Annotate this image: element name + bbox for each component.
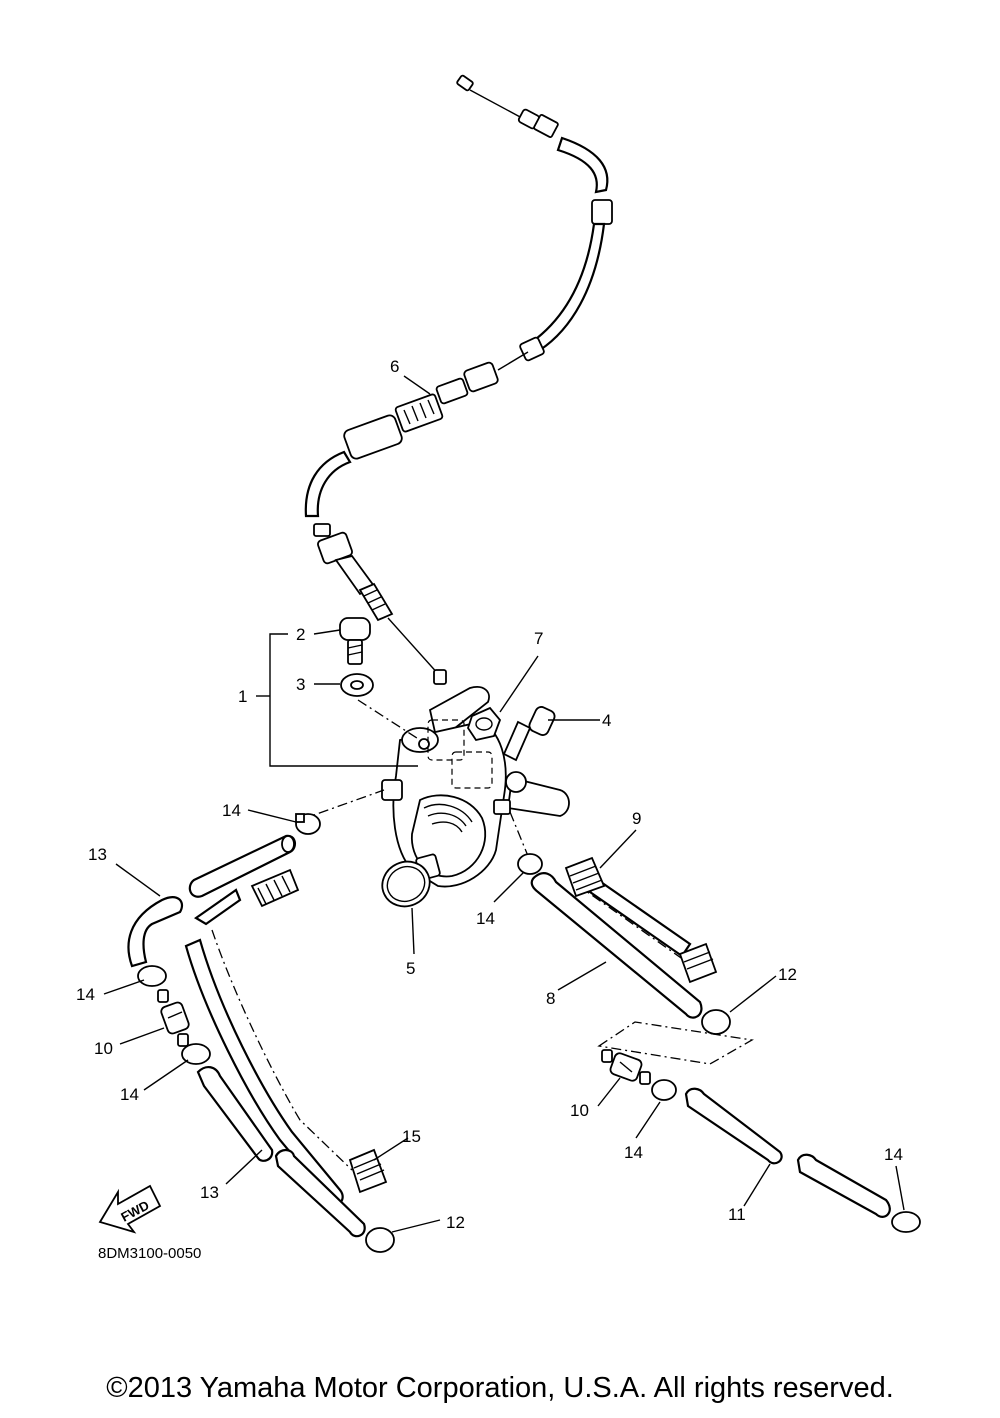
check-valve-10-right[interactable]	[601, 1049, 651, 1085]
callout-12-right: 12	[778, 965, 797, 984]
callout-6: 6	[390, 357, 399, 376]
hose-11-b[interactable]	[796, 1153, 891, 1218]
clamp-14-top-left[interactable]	[295, 813, 321, 835]
clamp-12-right[interactable]	[701, 1009, 731, 1035]
spring-15-lower[interactable]	[348, 1148, 388, 1194]
callout-14-c: 14	[76, 985, 95, 1004]
callout-14-e: 14	[624, 1143, 643, 1162]
hose-11-a[interactable]	[684, 1087, 783, 1165]
callout-13-bottom: 13	[200, 1183, 219, 1202]
hose-13-elbow[interactable]	[127, 896, 184, 968]
callout-14-f: 14	[884, 1145, 903, 1164]
clamp-14-right-a[interactable]	[651, 1079, 677, 1101]
callout-12-bottom: 12	[446, 1213, 465, 1232]
spring-9-upper[interactable]	[564, 856, 606, 898]
cable-adjuster	[394, 393, 444, 433]
callout-2: 2	[296, 625, 305, 644]
callout-1: 1	[238, 687, 247, 706]
clamp-14-center[interactable]	[517, 853, 543, 875]
bolt-part-4[interactable]	[502, 705, 557, 762]
clamp-14-right-b[interactable]	[891, 1211, 921, 1233]
hose-left-bottom[interactable]	[274, 1148, 366, 1238]
callout-4: 4	[602, 711, 611, 730]
fwd-arrow-icon: FWD	[98, 1184, 162, 1234]
callout-13-top: 13	[88, 845, 107, 864]
o-ring-part-5[interactable]	[375, 854, 437, 914]
callout-10-right: 10	[570, 1101, 589, 1120]
copyright-notice: ©2013 Yamaha Motor Corporation, U.S.A. A…	[106, 1372, 894, 1404]
callout-14-a: 14	[222, 801, 241, 820]
callout-3: 3	[296, 675, 305, 694]
cable-lower-thread	[358, 582, 394, 622]
callout-14-d: 14	[120, 1085, 139, 1104]
clamp-14-left-b[interactable]	[181, 1043, 211, 1065]
screw-part-2[interactable]	[339, 617, 371, 665]
callout-11: 11	[728, 1205, 746, 1224]
callout-labels: 1 2 3 4 5 6 7 8 9 10 10 11 12 12 13 13 1…	[76, 357, 903, 1232]
spring-9-lower[interactable]	[678, 942, 718, 984]
callout-7: 7	[534, 629, 543, 648]
washer-part-3[interactable]	[340, 673, 374, 697]
callout-10-left: 10	[94, 1039, 113, 1058]
oil-pump-assembly[interactable]	[381, 686, 570, 888]
leader-lines	[103, 375, 905, 1233]
hose-13-lower[interactable]	[196, 1066, 274, 1162]
callout-15: 15	[402, 1127, 421, 1146]
clamp-14-left-a[interactable]	[137, 965, 167, 987]
nut-part-7[interactable]	[467, 706, 502, 742]
spring-15-upper[interactable]	[250, 868, 300, 908]
hose-8[interactable]	[530, 872, 703, 1019]
clamp-12-bottom-left[interactable]	[365, 1227, 395, 1253]
throttle-cable[interactable]	[304, 74, 613, 685]
callout-8: 8	[546, 989, 555, 1008]
callout-5: 5	[406, 959, 415, 978]
callout-14-b: 14	[476, 909, 495, 928]
check-valve-10-left[interactable]	[157, 989, 190, 1047]
callout-9: 9	[632, 809, 641, 828]
hose-left-short[interactable]	[188, 834, 296, 898]
diagram-code: 8DM3100-0050	[98, 1245, 201, 1262]
